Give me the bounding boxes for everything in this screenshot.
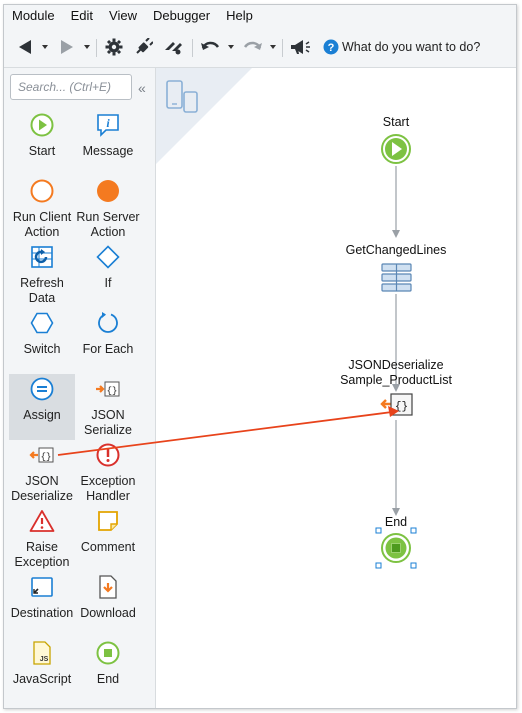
run-client-action-icon	[9, 178, 75, 204]
svg-text:{}: {}	[41, 452, 52, 462]
switch-hexagon-icon	[9, 310, 75, 336]
plug-icon[interactable]	[132, 37, 154, 57]
tool-label: Switch	[23, 342, 61, 356]
tool-run-client-action[interactable]: Run Client Action	[9, 178, 75, 240]
start-icon	[9, 112, 75, 138]
redo-icon[interactable]	[242, 37, 264, 57]
tool-run-server-action[interactable]: Run Server Action	[75, 178, 141, 240]
destination-icon	[9, 574, 75, 600]
svg-text:JS: JS	[40, 656, 49, 663]
tool-refresh-data[interactable]: Refresh Data	[9, 244, 75, 306]
tool-label: JSON Deserialize	[11, 474, 73, 503]
svg-text:?: ?	[328, 42, 335, 54]
tool-json-deserialize[interactable]: {} JSON Deserialize	[9, 442, 75, 504]
back-icon[interactable]	[16, 37, 34, 57]
tool-exception-handler[interactable]: Exception Handler	[75, 442, 141, 504]
run-server-action-icon	[75, 178, 141, 204]
menu-help[interactable]: Help	[226, 8, 253, 23]
message-icon: i	[75, 112, 141, 138]
download-icon	[75, 574, 141, 600]
tool-json-serialize[interactable]: {} JSON Serialize	[75, 376, 141, 438]
menu-debugger[interactable]: Debugger	[153, 8, 211, 23]
help-search-input[interactable]: What do you want to do?	[342, 40, 481, 54]
end-icon	[75, 640, 141, 666]
tool-raise-exception[interactable]: Raise Exception	[9, 508, 75, 570]
toolbar: ?	[4, 27, 516, 68]
redo-dropdown-icon[interactable]	[270, 45, 276, 49]
tool-label: Comment	[80, 540, 136, 554]
toolbox-panel: Search... (Ctrl+E) « Start i Message Run…	[4, 68, 156, 708]
tool-label: End	[96, 672, 120, 686]
tool-switch[interactable]: Switch	[9, 310, 75, 357]
tool-message[interactable]: i Message	[75, 112, 141, 159]
assign-icon	[9, 376, 75, 402]
json-deserialize-icon: {}	[9, 442, 75, 468]
forward-icon[interactable]	[58, 37, 76, 57]
warning-triangle-icon	[9, 508, 75, 534]
megaphone-icon[interactable]	[288, 37, 314, 57]
undo-dropdown-icon[interactable]	[228, 45, 234, 49]
tool-for-each[interactable]: For Each	[75, 310, 141, 357]
tool-label: Raise Exception	[14, 540, 70, 569]
deserialize-node-label-line2: Sample_ProductList	[340, 373, 452, 387]
undo-icon[interactable]	[199, 37, 221, 57]
javascript-icon: JS	[9, 640, 75, 666]
publish-icon[interactable]	[162, 37, 184, 57]
tool-start[interactable]: Start	[9, 112, 75, 159]
collapse-panel-icon[interactable]: «	[138, 80, 146, 96]
help-icon[interactable]: ?	[322, 37, 340, 57]
for-each-loop-icon	[75, 310, 141, 336]
menu-view[interactable]: View	[109, 8, 137, 23]
start-node-label: Start	[382, 115, 410, 129]
end-node-label: End	[384, 515, 408, 529]
refresh-data-icon	[9, 244, 75, 270]
tool-label: Run Server Action	[76, 210, 140, 239]
tool-label: Message	[82, 144, 134, 158]
tool-label: Assign	[23, 408, 61, 422]
svg-text:{}: {}	[107, 386, 118, 396]
tool-label: Destination	[10, 606, 74, 620]
forward-dropdown-icon[interactable]	[84, 45, 90, 49]
tool-comment[interactable]: Comment	[75, 508, 141, 555]
tool-label: For Each	[82, 342, 134, 356]
toolbar-separator	[96, 39, 97, 57]
gear-icon[interactable]	[104, 37, 124, 57]
tool-assign[interactable]: Assign	[9, 374, 75, 440]
tool-label: Refresh Data	[20, 276, 64, 305]
flow-canvas[interactable]	[156, 68, 516, 708]
tool-label: If	[104, 276, 112, 290]
menu-module[interactable]: Module	[12, 8, 55, 23]
tool-label: Download	[80, 606, 136, 620]
tool-download[interactable]: Download	[75, 574, 141, 621]
tool-javascript[interactable]: JS JavaScript	[9, 640, 75, 687]
deserialize-node-label-line1: JSONDeserialize	[348, 358, 444, 372]
menu-bar: Module Edit View Debugger Help	[4, 5, 516, 27]
aggregate-node-label: GetChangedLines	[345, 243, 447, 257]
toolbar-separator	[192, 39, 193, 57]
if-diamond-icon	[75, 244, 141, 270]
tool-label: Run Client Action	[12, 210, 72, 239]
tool-end[interactable]: End	[75, 640, 141, 687]
tool-label: Exception Handler	[80, 474, 136, 503]
toolbar-separator	[282, 39, 283, 57]
toolbox-search-input[interactable]: Search... (Ctrl+E)	[10, 74, 132, 100]
tool-label: Start	[28, 144, 56, 158]
tool-label: JavaScript	[12, 672, 72, 686]
exception-handler-icon	[75, 442, 141, 468]
comment-note-icon	[75, 508, 141, 534]
svg-text:i: i	[106, 116, 110, 130]
menu-edit[interactable]: Edit	[70, 8, 94, 23]
tool-destination[interactable]: Destination	[9, 574, 75, 621]
json-serialize-icon: {}	[75, 376, 141, 402]
tool-label: JSON Serialize	[84, 408, 132, 437]
tool-if[interactable]: If	[75, 244, 141, 291]
back-dropdown-icon[interactable]	[42, 45, 48, 49]
